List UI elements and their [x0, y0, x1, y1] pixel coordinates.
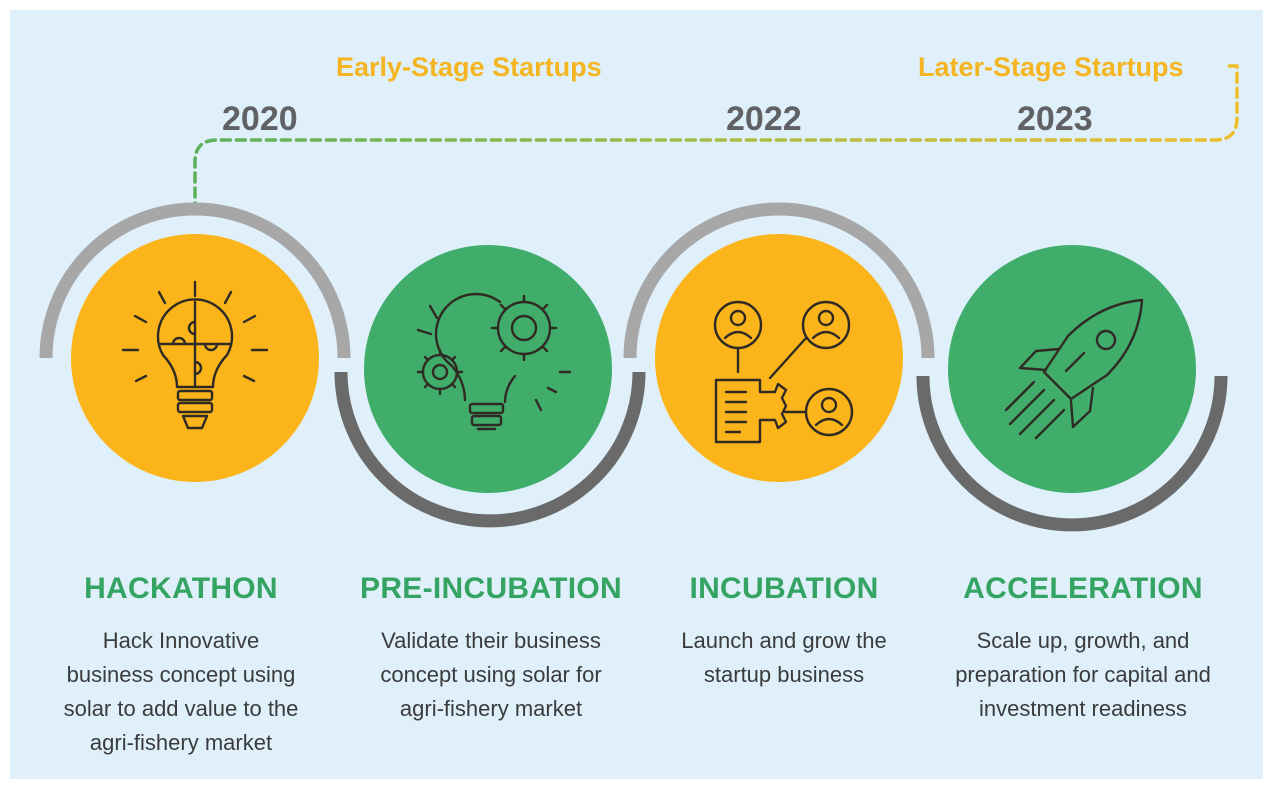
stage-title-hackathon: HACKATHON — [84, 572, 278, 605]
stage-desc-pre-incubation: Validate their business concept using so… — [341, 624, 641, 726]
stage-title-incubation: INCUBATION — [689, 572, 879, 605]
desc-line: concept using solar for — [380, 662, 602, 687]
circle-incubation — [655, 234, 903, 482]
stage-desc-acceleration: Scale up, growth, and preparation for ca… — [933, 624, 1233, 726]
stage-title-acceleration: ACCELERATION — [963, 572, 1203, 605]
desc-line: business concept using — [66, 662, 296, 687]
desc-line: startup business — [703, 662, 865, 687]
later-stage-label: Later-Stage Startups — [918, 52, 1184, 82]
arc-hackathon — [39, 202, 351, 359]
year-2023: 2023 — [1017, 100, 1093, 138]
circle-pre-incubation — [364, 245, 612, 493]
desc-line: solar to add value to the — [63, 696, 299, 721]
year-2022: 2022 — [726, 100, 802, 138]
stage-desc-hackathon: Hack Innovative business concept using s… — [31, 624, 331, 760]
circle-acceleration — [948, 245, 1196, 493]
early-stage-label: Early-Stage Startups — [336, 52, 602, 82]
arc-incubation — [623, 202, 935, 359]
desc-line: Hack Innovative — [102, 628, 260, 653]
desc-line: Launch and grow the — [681, 628, 887, 653]
desc-line: preparation for capital and — [955, 662, 1211, 687]
rocket-icon — [1004, 298, 1144, 440]
desc-line: agri-fishery market — [89, 730, 273, 755]
year-2020: 2020 — [222, 100, 298, 138]
lightbulb-puzzle-icon — [121, 280, 269, 430]
desc-line: agri-fishery market — [399, 696, 583, 721]
desc-line: Validate their business — [381, 628, 601, 653]
stage-desc-incubation: Launch and grow the startup business — [634, 624, 934, 692]
desc-line: Scale up, growth, and — [976, 628, 1190, 653]
network-people-icon — [713, 300, 854, 444]
desc-line: investment readiness — [979, 696, 1187, 721]
arc-acceleration — [916, 375, 1228, 532]
gears-bulb-icon — [416, 292, 572, 431]
timeline-dashed-path — [193, 64, 1239, 214]
stage-title-pre-incubation: PRE-INCUBATION — [360, 572, 622, 605]
arc-pre-incubation — [334, 371, 646, 528]
